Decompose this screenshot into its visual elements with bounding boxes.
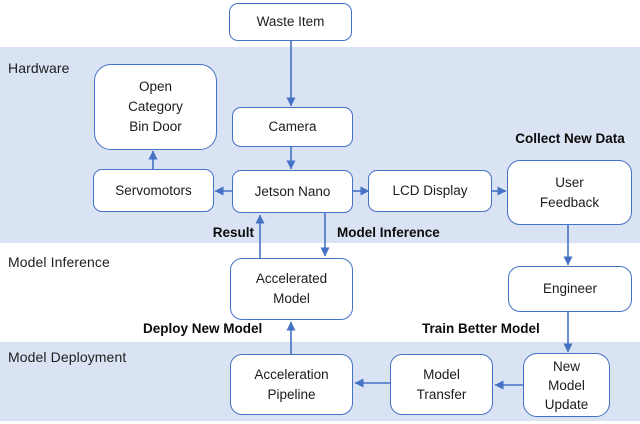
band-label-hardware: Hardware <box>8 60 70 76</box>
flow-label-model-inference: Model Inference <box>337 225 440 240</box>
flow-label-deploy-new-model: Deploy New Model <box>143 321 263 336</box>
node-acceleration-pipeline: Acceleration Pipeline <box>230 354 353 415</box>
node-lcd-display: LCD Display <box>368 170 492 212</box>
node-camera: Camera <box>232 107 353 147</box>
node-waste-item: Waste Item <box>229 3 352 41</box>
band-label-model-inference: Model Inference <box>8 254 110 270</box>
node-servomotors: Servomotors <box>93 169 214 212</box>
node-model-transfer: Model Transfer <box>390 354 493 415</box>
flow-label-train-better-model: Train Better Model <box>422 321 540 336</box>
flow-label-collect-new-data: Collect New Data <box>515 131 625 146</box>
node-open-category-bin-door: Open Category Bin Door <box>94 64 217 150</box>
node-engineer: Engineer <box>508 266 632 312</box>
flow-label-result: Result <box>212 225 254 240</box>
band-label-model-deployment: Model Deployment <box>8 349 127 365</box>
node-user-feedback: User Feedback <box>507 160 632 225</box>
node-jetson-nano: Jetson Nano <box>232 170 353 213</box>
node-accelerated-model: Accelerated Model <box>230 258 353 320</box>
node-new-model-update: New Model Update <box>523 353 610 417</box>
